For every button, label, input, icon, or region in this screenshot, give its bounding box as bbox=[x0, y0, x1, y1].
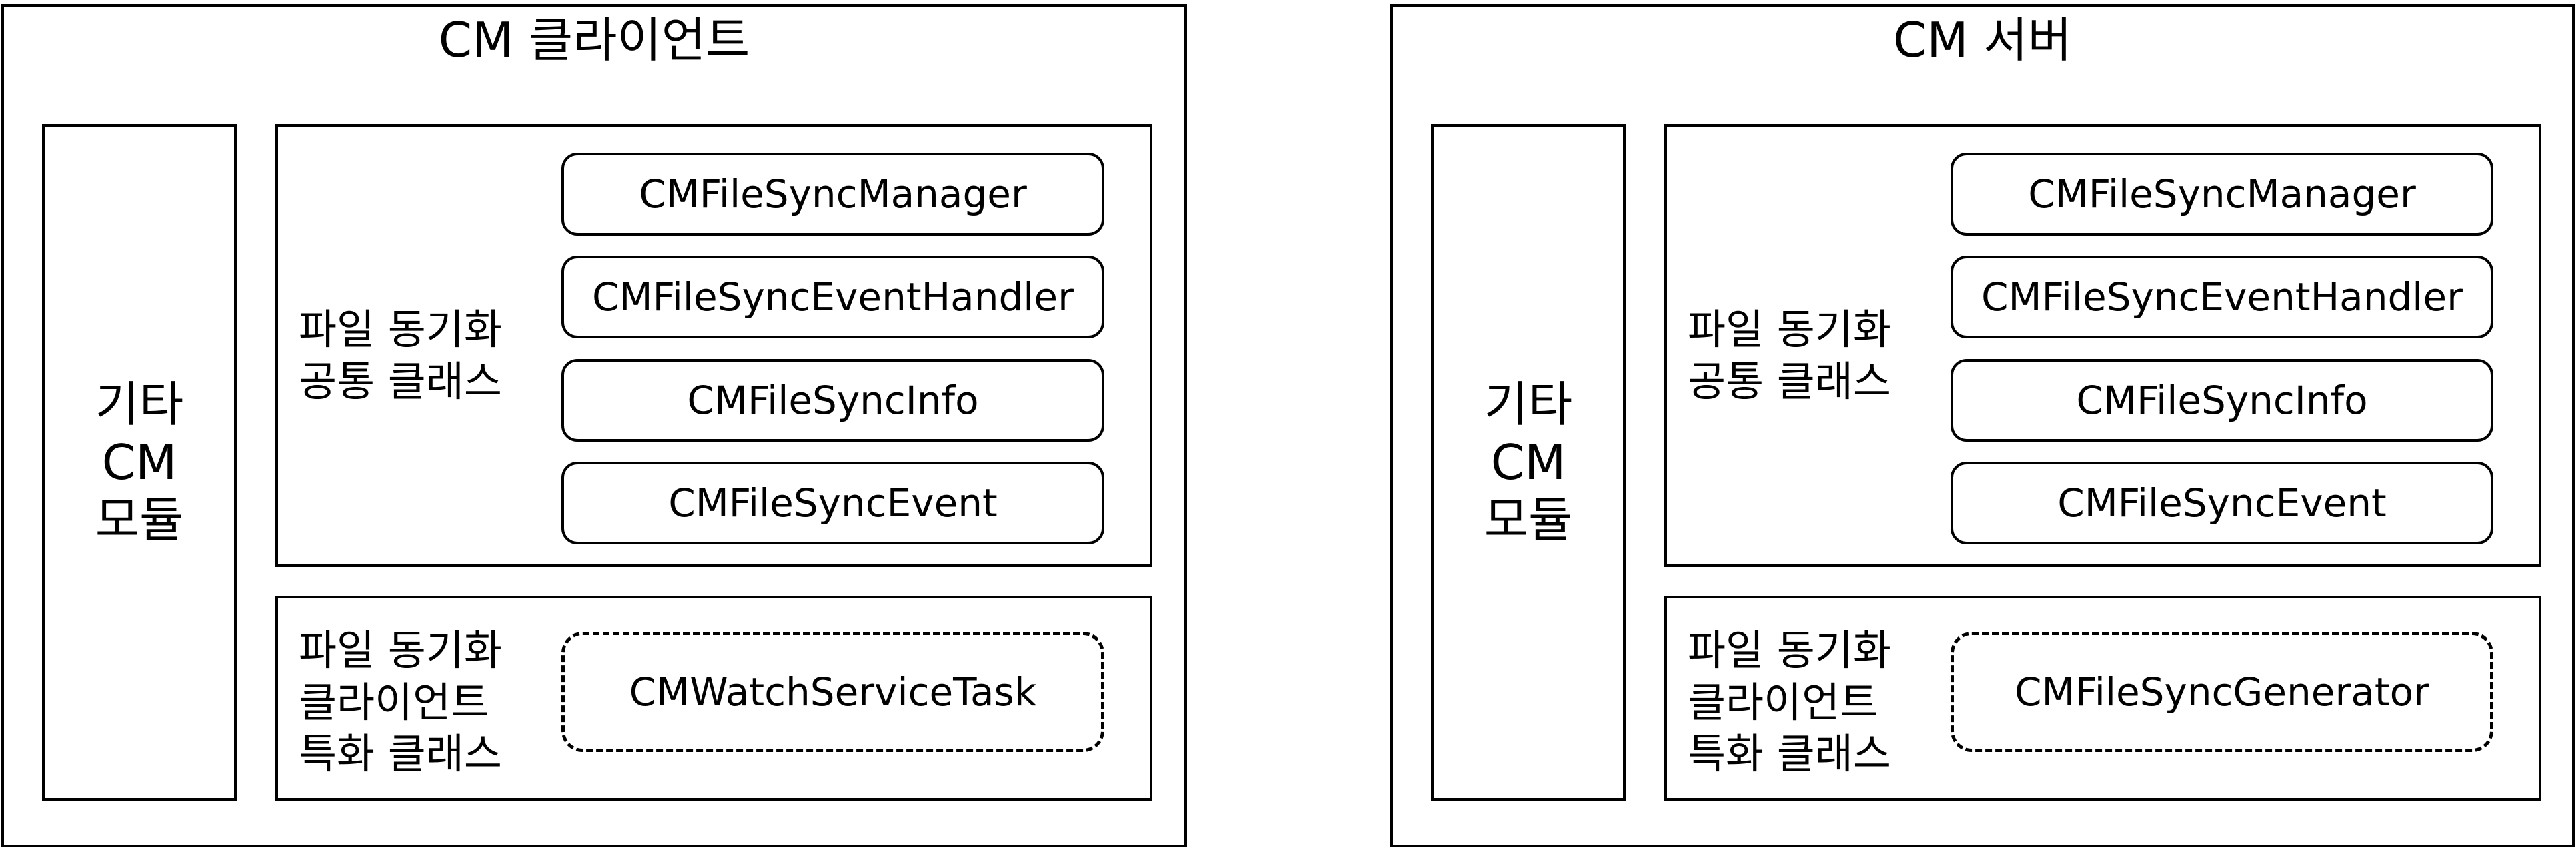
server-common-panel bbox=[1664, 124, 2541, 567]
server-other-module-line-1: 기타 bbox=[1484, 376, 1573, 433]
client-class-watch-service-task: CMWatchServiceTask bbox=[561, 632, 1104, 752]
client-other-module-line-2: CM bbox=[101, 434, 177, 490]
client-common-label-line-1: 파일 동기화 bbox=[299, 305, 502, 354]
server-other-module: 기타 CM 모듈 bbox=[1431, 124, 1626, 801]
server-class-filesync-manager: CMFileSyncManager bbox=[1951, 153, 2493, 236]
server-specific-panel bbox=[1664, 596, 2541, 801]
server-common-label-line-2: 공통 클래스 bbox=[1688, 356, 1891, 406]
client-specific-label-line-2: 클라이언트 bbox=[299, 677, 489, 727]
server-class-filesync-info: CMFileSyncInfo bbox=[1951, 359, 2493, 442]
server-common-label-line-1: 파일 동기화 bbox=[1688, 305, 1891, 354]
server-frame bbox=[1390, 4, 2575, 847]
client-other-module: 기타 CM 모듈 bbox=[42, 124, 237, 801]
client-common-panel bbox=[275, 124, 1152, 567]
client-class-filesync-event-handler: CMFileSyncEventHandler bbox=[561, 256, 1104, 338]
client-frame bbox=[1, 4, 1187, 847]
client-class-filesync-info: CMFileSyncInfo bbox=[561, 359, 1104, 442]
client-specific-label-line-1: 파일 동기화 bbox=[299, 626, 502, 675]
client-title: CM 클라이언트 bbox=[438, 12, 750, 68]
client-specific-label: 파일 동기화 클라이언트 특화 클래스 bbox=[299, 624, 502, 780]
server-specific-label: 파일 동기화 클라이언트 특화 클래스 bbox=[1688, 624, 1891, 780]
client-common-label: 파일 동기화 공통 클래스 bbox=[299, 304, 502, 407]
server-other-module-line-2: CM bbox=[1490, 434, 1566, 490]
client-specific-panel bbox=[275, 596, 1152, 801]
server-other-module-line-3: 모듈 bbox=[1484, 492, 1573, 548]
client-other-module-line-1: 기타 bbox=[95, 376, 184, 433]
client-other-module-line-3: 모듈 bbox=[95, 492, 184, 548]
client-common-label-line-2: 공통 클래스 bbox=[299, 356, 502, 406]
server-title: CM 서버 bbox=[1893, 12, 2072, 68]
client-class-filesync-event: CMFileSyncEvent bbox=[561, 462, 1104, 544]
server-class-filesync-event-handler: CMFileSyncEventHandler bbox=[1951, 256, 2493, 338]
server-class-filesync-generator: CMFileSyncGenerator bbox=[1951, 632, 2493, 752]
client-class-filesync-manager: CMFileSyncManager bbox=[561, 153, 1104, 236]
server-specific-label-line-1: 파일 동기화 bbox=[1688, 626, 1891, 675]
server-specific-label-line-2: 클라이언트 bbox=[1688, 677, 1878, 727]
server-specific-label-line-3: 특화 클래스 bbox=[1688, 729, 1891, 778]
client-specific-label-line-3: 특화 클래스 bbox=[299, 729, 502, 778]
server-class-filesync-event: CMFileSyncEvent bbox=[1951, 462, 2493, 544]
server-common-label: 파일 동기화 공통 클래스 bbox=[1688, 304, 1891, 407]
